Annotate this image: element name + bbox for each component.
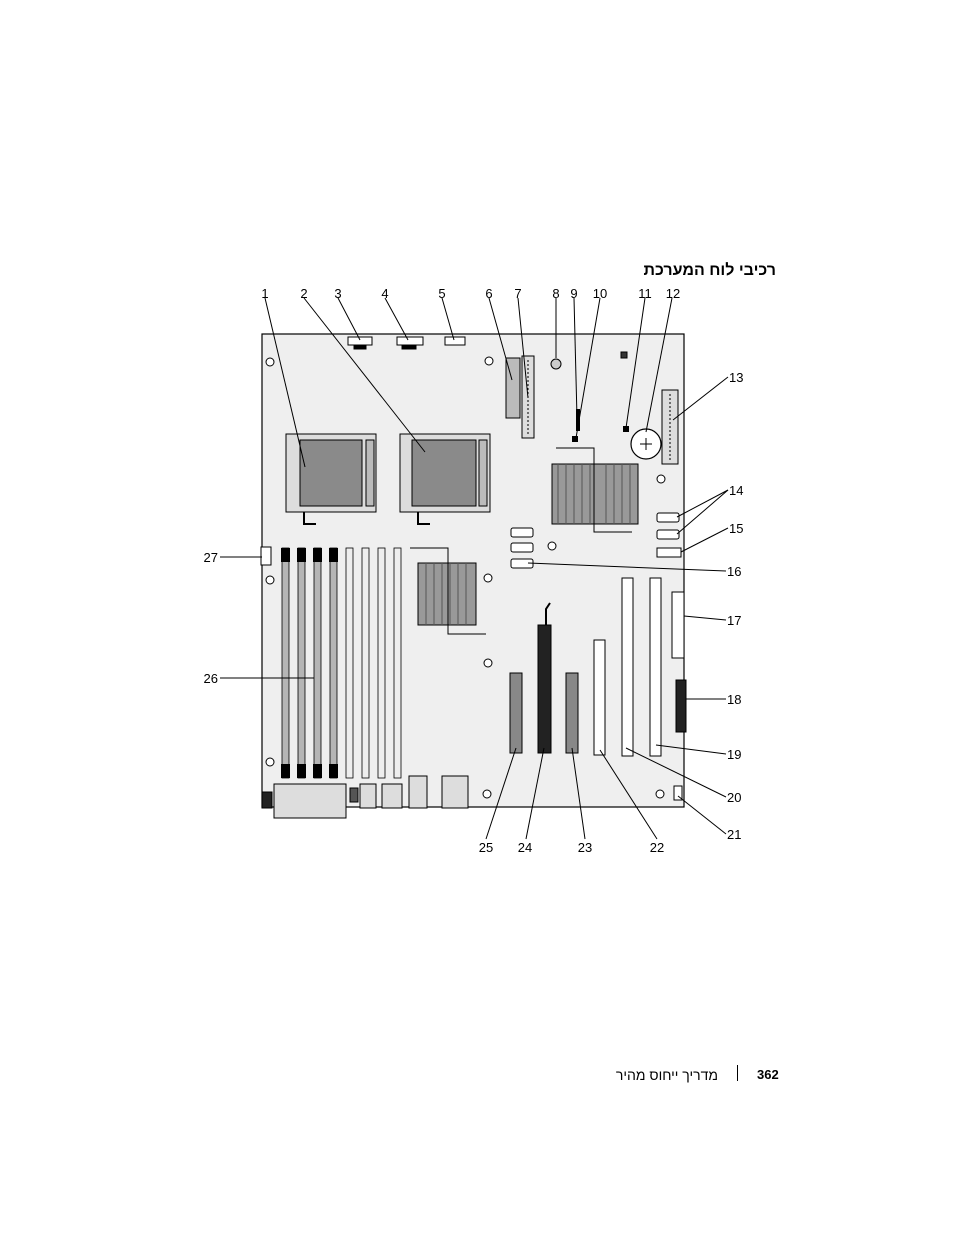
- jumper-9: [576, 409, 580, 431]
- callout-5: 5: [438, 286, 445, 301]
- callout-13: 13: [729, 370, 743, 385]
- callout-6: 6: [485, 286, 492, 301]
- callout-7: 7: [514, 286, 521, 301]
- callout-27: 27: [204, 550, 218, 565]
- processor-socket-1: [285, 433, 377, 525]
- callout-12: 12: [666, 286, 680, 301]
- callout-16: 16: [727, 564, 741, 579]
- callout-11: 11: [638, 286, 652, 301]
- callout-2: 2: [300, 286, 307, 301]
- connector-21: [673, 785, 683, 801]
- callout-8: 8: [552, 286, 559, 301]
- jumper-10: [572, 436, 578, 442]
- callout-18: 18: [727, 692, 741, 707]
- led-11: [620, 351, 628, 359]
- chipset-heatsink-north: [551, 447, 639, 533]
- callout-23: 23: [578, 840, 592, 855]
- chipset-heatsink-south: [410, 547, 486, 635]
- callout-4: 4: [381, 286, 388, 301]
- callout-20: 20: [727, 790, 741, 805]
- callout-1: 1: [261, 286, 268, 301]
- callout-10: 10: [593, 286, 607, 301]
- callout-17: 17: [727, 613, 741, 628]
- front-panel-connector: [675, 679, 687, 733]
- floppy-connector: [671, 591, 685, 659]
- mounting-holes: [265, 356, 666, 799]
- back-panel-connectors: [261, 775, 469, 819]
- callout-14: 14: [729, 483, 743, 498]
- callout-22: 22: [650, 840, 664, 855]
- callout-leaders: [220, 297, 729, 840]
- callout-21: 21: [727, 827, 741, 842]
- expansion-slots: [509, 577, 662, 757]
- footer-guide-title: מדריך ייחוס מהיר: [615, 1067, 718, 1083]
- sata-connectors: [510, 512, 682, 569]
- top-fan-connectors: [347, 336, 466, 350]
- callout-9: 9: [570, 286, 577, 301]
- callout-3: 3: [334, 286, 341, 301]
- callout-19: 19: [727, 747, 741, 762]
- callout-labels: 1 2 3 4 5 6 7 8 9 10 11 12 13 14 15 16 1…: [204, 286, 744, 855]
- callout-15: 15: [729, 521, 743, 536]
- callout-26: 26: [204, 671, 218, 686]
- callout-24: 24: [518, 840, 532, 855]
- page-number: 362: [757, 1067, 779, 1082]
- memory-module-slots: [281, 547, 402, 779]
- intrusion-switch: [550, 358, 562, 370]
- jumper-12: [623, 426, 629, 432]
- fan-connector-27: [260, 546, 272, 566]
- footer-separator: [737, 1065, 738, 1081]
- section-heading: רכיבי לוח המערכת: [643, 262, 776, 279]
- processor-socket-2: [399, 433, 491, 525]
- callout-25: 25: [479, 840, 493, 855]
